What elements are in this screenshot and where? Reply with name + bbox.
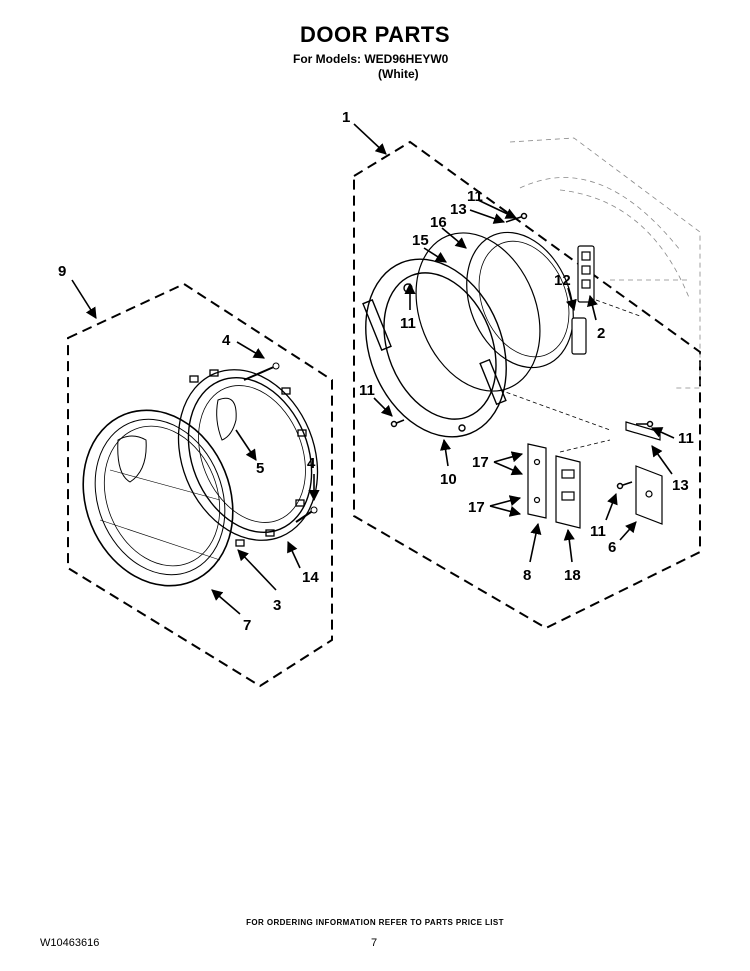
callout-7: 7 [243,617,251,634]
callout-13-top: 13 [450,201,467,218]
page-number: 7 [371,937,378,949]
callout-14: 14 [302,569,319,586]
callout-18: 18 [564,567,581,584]
screw-4-top [243,362,280,381]
callout-13-right: 13 [672,477,689,494]
callout-1: 1 [342,109,350,126]
ordering-note: FOR ORDERING INFORMATION REFER TO PARTS … [246,918,504,927]
inner-door-frame [177,369,319,547]
callout-9: 9 [58,263,66,280]
color-line: (White) [378,67,419,81]
callout-4-top: 4 [222,332,231,349]
callout-15: 15 [412,232,429,249]
callout-11-left-lower: 11 [359,382,375,399]
page-title: DOOR PARTS [299,22,451,47]
assembly-9-dashed-outline [67,282,333,688]
callout-4-bottom: 4 [307,455,316,472]
callout-8: 8 [523,567,531,584]
callout-16: 16 [430,214,447,231]
outer-door-ring [82,409,234,587]
callout-17-lower: 17 [468,499,485,516]
door-strike-plate [625,421,663,525]
link-lines [499,299,641,453]
callout-3: 3 [273,597,281,614]
callout-17-upper: 17 [472,454,489,471]
models-line: For Models: WED96HEYW0 [293,52,449,66]
document-number: W10463616 [40,937,100,949]
screw-4-bottom [295,506,318,523]
cabinet-outline [509,137,701,389]
callout-12: 12 [554,272,571,289]
screw-11-set [390,212,654,490]
callout-2: 2 [597,325,605,342]
callout-5: 5 [256,460,264,477]
callout-11-top: 11 [467,188,483,205]
callout-6: 6 [608,539,616,556]
leader-lines [71,123,675,615]
door-inner-ring [362,258,507,438]
assembly-1-dashed-outline [353,140,701,630]
door-latch [571,245,595,355]
callout-11-left-upper: 11 [400,315,416,332]
callout-10: 10 [440,471,457,488]
door-hinge [527,443,581,529]
callout-11-bottom: 11 [590,523,606,540]
door-liner-assembly [415,231,574,392]
callout-11-right: 11 [678,430,694,447]
